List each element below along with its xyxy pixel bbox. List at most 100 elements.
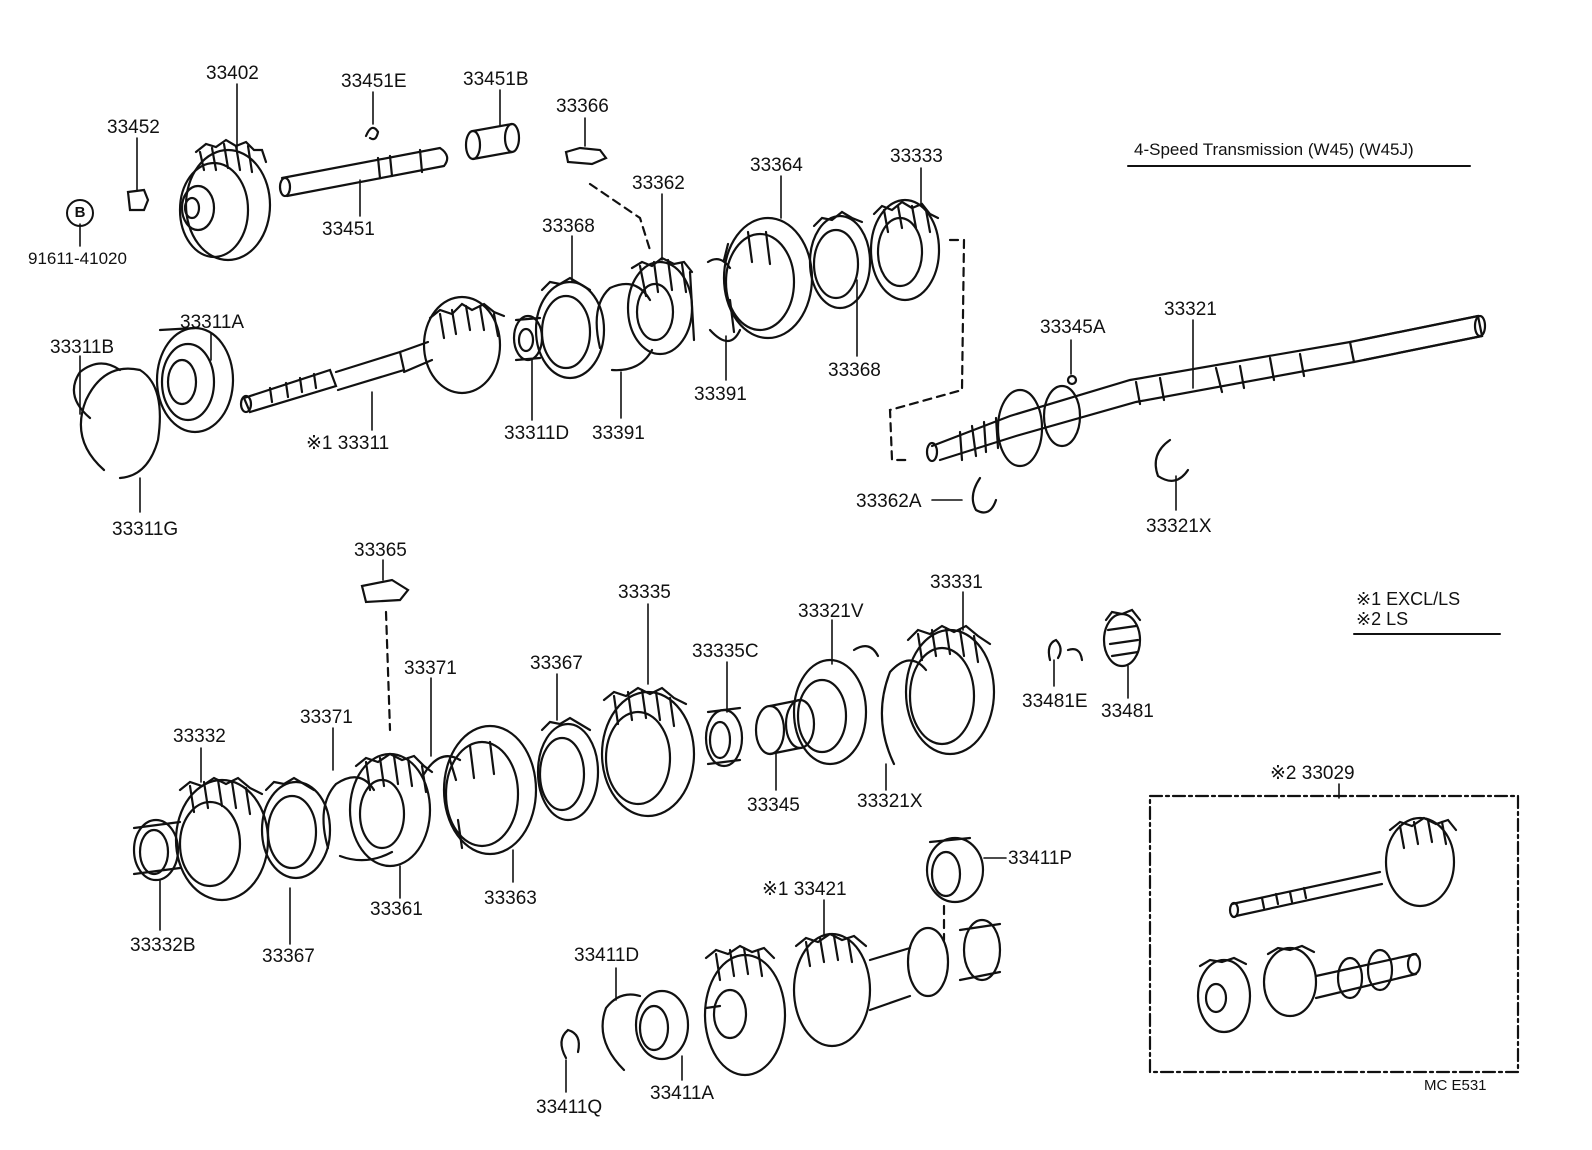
part-label-33481E: 33481E (1022, 691, 1088, 712)
shifting-key-33366 (566, 148, 606, 164)
part-label-33371-front: 33371 (300, 707, 353, 728)
part-label-33362: 33362 (632, 173, 685, 194)
snap-ring-33362A (973, 478, 996, 512)
part-label-33451E: 33451E (341, 71, 407, 92)
clutch-hub-33362 (628, 258, 694, 354)
part-label-33332: 33332 (173, 726, 226, 747)
needle-bearing-33311D (514, 316, 542, 360)
key-spring-33371-front (324, 777, 375, 848)
part-label-33335: 33335 (618, 582, 671, 603)
diagram-title: 4-Speed Transmission (W45) (W45J) (1134, 140, 1414, 159)
bearing-33411P (927, 838, 983, 902)
assembly-guide-box (890, 240, 964, 460)
second-gear-33335 (602, 688, 694, 816)
reverse-idler-gear-33402 (180, 140, 270, 260)
snap-ring-33311G (81, 369, 160, 478)
part-label-33321X-lower: 33321X (857, 791, 923, 812)
part-label-33371-rear: 33371 (404, 658, 457, 679)
idler-shaft-33451 (280, 148, 447, 196)
snap-ring-33321X-top (1156, 440, 1188, 481)
counter-gear-33421 (705, 920, 1000, 1075)
synchronizer-ring-33367-rear (538, 718, 598, 820)
synchronizer-ring-33368-rear (810, 212, 870, 308)
snap-ring-33411Q (561, 1030, 578, 1058)
output-shaft-33321 (927, 316, 1485, 466)
e-ring-33481E-b (1068, 649, 1082, 660)
part-label-33367-front: 33367 (262, 946, 315, 967)
part-label-33367-rear: 33367 (530, 653, 583, 674)
part-label-33391-lower: 33391 (592, 423, 645, 444)
part-label-33311A: 33311A (180, 312, 245, 333)
needle-bearing-33332B (134, 820, 180, 880)
part-label-33363: 33363 (484, 888, 537, 909)
part-label-33481: 33481 (1101, 701, 1154, 722)
part-label-33411D: 33411D (574, 945, 640, 966)
snap-ring-33321X-lower (882, 660, 926, 764)
part-label-91611-41020: 91611-41020 (28, 249, 127, 268)
lock-plate-33452 (128, 190, 148, 210)
third-gear-33321V (794, 646, 878, 764)
bearing-33411A (636, 991, 688, 1059)
synchronizer-ring-33368-front (536, 278, 604, 378)
part-label-33311G: 33311G (112, 519, 179, 540)
hub-sleeve-33364 (724, 218, 812, 338)
part-label-33362A: 33362A (856, 491, 922, 512)
legend-item-excl-ls: ※1 EXCL/LS (1356, 589, 1461, 609)
part-label-33345: 33345 (747, 795, 800, 816)
inset-counter-gear (1198, 946, 1420, 1032)
part-label-33411A: 33411A (650, 1083, 715, 1104)
part-label-33311: ※1 33311 (306, 433, 390, 454)
speedometer-drive-gear-33481 (1104, 610, 1140, 666)
part-label-33421: ※1 33421 (762, 879, 847, 900)
e-ring-33481E (1049, 640, 1061, 660)
part-label-33451B: 33451B (463, 69, 529, 90)
part-label-33332B: 33332B (130, 935, 196, 956)
clutch-hub-33361 (340, 754, 432, 866)
part-label-33402: 33402 (206, 63, 259, 84)
fourth-gear-33333 (871, 200, 939, 300)
part-label-33311D: 33311D (504, 423, 570, 444)
steel-ball-33345A (1068, 376, 1076, 384)
part-label-33451: 33451 (322, 219, 375, 240)
part-label-33452: 33452 (107, 117, 160, 138)
part-label-33331: 33331 (930, 572, 983, 593)
inset-frame-33029 (1150, 796, 1518, 1072)
part-label-33368-rear: 33368 (828, 360, 881, 381)
part-label-33365: 33365 (354, 540, 407, 561)
inset-input-shaft (1230, 818, 1456, 917)
fifth-gear-33331 (906, 626, 994, 754)
hub-sleeve-33363 (444, 726, 536, 854)
first-gear-33332 (176, 778, 268, 900)
legend-item-ls: ※2 LS (1356, 609, 1409, 629)
shifting-key-33365 (362, 580, 408, 602)
part-label-33321X-top: 33321X (1146, 516, 1212, 537)
part-label-33366: 33366 (556, 96, 609, 117)
leader-lines (80, 84, 1339, 1092)
part-label-33364: 33364 (750, 155, 803, 176)
idler-shaft-bushing-33451B (466, 124, 519, 159)
synchronizer-ring-33367-front (262, 778, 330, 878)
circled-b-symbol: B (66, 199, 94, 227)
e-ring-33451E (366, 128, 378, 139)
part-label-33391-upper: 33391 (694, 384, 747, 405)
part-label-33345A: 33345A (1040, 317, 1106, 338)
part-label-33311B: 33311B (50, 337, 115, 358)
key-leader-33365 (386, 612, 390, 730)
input-shaft-33311 (241, 297, 504, 412)
part-label-33368-front: 33368 (542, 216, 595, 237)
part-label-33411Q: 33411Q (536, 1097, 603, 1118)
part-label-33321: 33321 (1164, 299, 1217, 320)
part-label-33411P: 33411P (1008, 848, 1073, 869)
key-leader-33366 (590, 184, 650, 250)
snap-ring-33411D (603, 995, 640, 1071)
input-shaft-bearing-33311A (157, 328, 233, 432)
part-label-33029: ※2 33029 (1270, 763, 1355, 784)
key-spring-33391-lower (597, 284, 652, 370)
illustration-code: MC E531 (1424, 1077, 1487, 1094)
part-label-33335C: 33335C (692, 641, 759, 662)
part-label-33361: 33361 (370, 899, 423, 920)
needle-bearing-33335C (706, 708, 742, 766)
bushing-33345 (756, 700, 814, 754)
